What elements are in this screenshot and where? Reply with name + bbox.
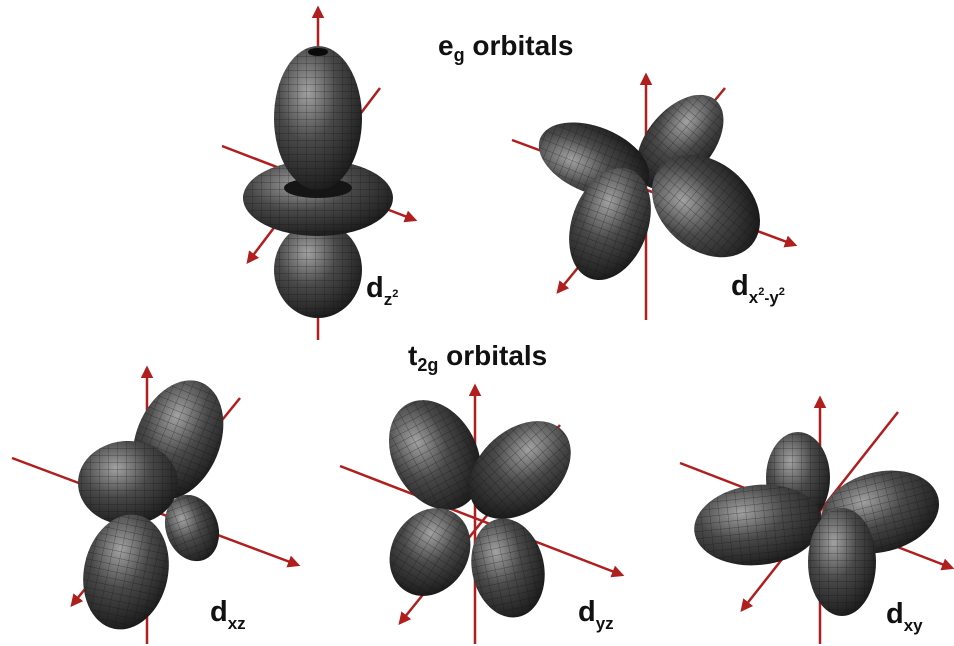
heading-subscript: 2g [417,355,439,375]
lobe-front-left [569,167,651,281]
label-main: d [886,598,904,630]
lobe-lower-right [164,494,220,562]
lobe-front [808,508,876,616]
heading-subscript: g [453,45,465,65]
lobe-lower-right [471,518,545,618]
label-sub-y: y [769,288,779,307]
label-dx2-y2: dx2-y2 [731,270,785,308]
label-subscript: xy [903,616,923,635]
label-dxz: dxz [210,596,246,634]
lobe-lower-left [389,508,471,596]
orbital-dyz [339,383,625,644]
orbital-dx2-y2 [511,72,798,320]
label-sub-x: x [748,288,759,307]
heading-main: e [438,30,454,61]
lobe-lower-left [83,514,169,630]
label-subscript: yz [595,614,614,633]
label-main: d [578,596,596,628]
label-sup: 2 [392,288,399,300]
label-subscript: xz [227,614,246,633]
label-main: d [731,270,749,302]
label-main: d [366,272,384,304]
lobe-upper-left [78,441,178,525]
label-main: d [210,596,228,628]
lobe-left [694,484,822,566]
label-subscript: x2-y2 [748,286,785,307]
label-dash: - [764,290,770,307]
lobe-upper-right [469,421,571,519]
heading-text: orbitals [438,340,548,371]
lower-lobe [274,222,362,318]
t2g-orbitals-heading: t2g orbitals [408,340,547,376]
label-dyz: dyz [578,596,614,634]
orbital-dxy [679,395,954,644]
orbital-dxz [11,365,301,644]
label-subscript: z2 [383,288,399,309]
x-axis [339,464,625,578]
label-dxy: dxy [886,598,923,636]
eg-orbitals-heading: eg orbitals [438,30,574,66]
lobe-upper-left [388,400,482,510]
label-dz2: dz2 [366,272,398,310]
heading-text: orbitals [464,30,574,61]
orbital-dz2 [221,5,418,340]
upper-lobe [274,46,362,190]
lobe-front-right [652,154,760,258]
label-sup-x: 2 [758,286,765,298]
label-sup-y: 2 [778,286,785,298]
label-sub: z [383,290,393,309]
heading-main: t [408,340,418,371]
